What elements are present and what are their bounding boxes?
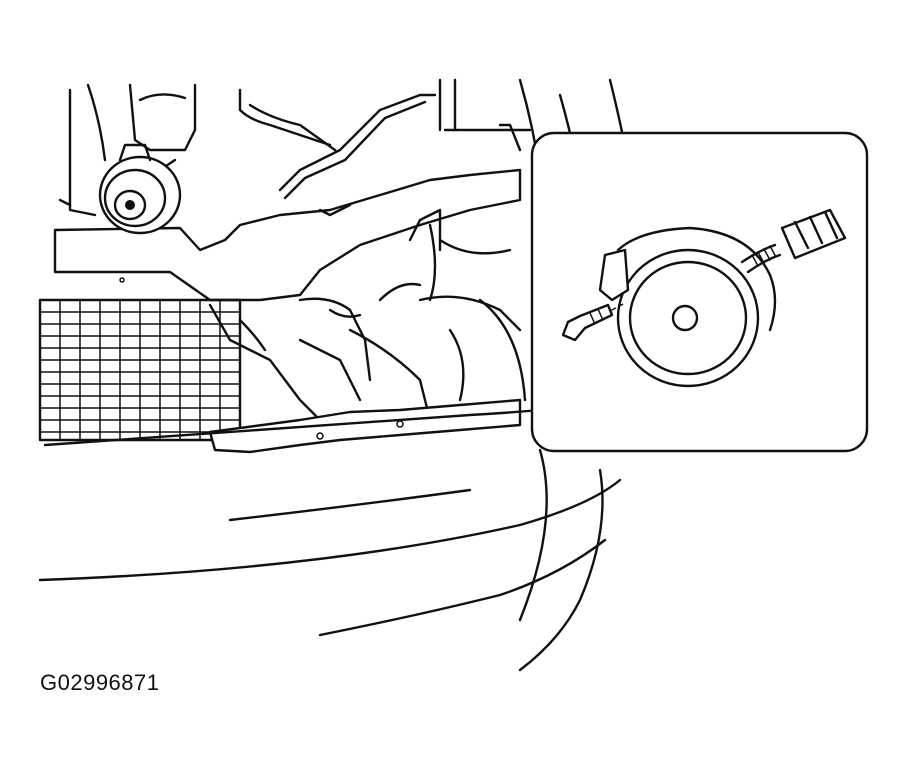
radiator-grid (38, 298, 242, 442)
lower-crossmember (208, 398, 522, 454)
figure-id-label: G02996871 (40, 670, 160, 695)
engine-bay-background (53, 78, 532, 422)
installed-horn (98, 143, 182, 235)
horn-bolt (561, 302, 626, 342)
horn-detail (598, 208, 847, 388)
horn-detail-inset (530, 131, 869, 453)
